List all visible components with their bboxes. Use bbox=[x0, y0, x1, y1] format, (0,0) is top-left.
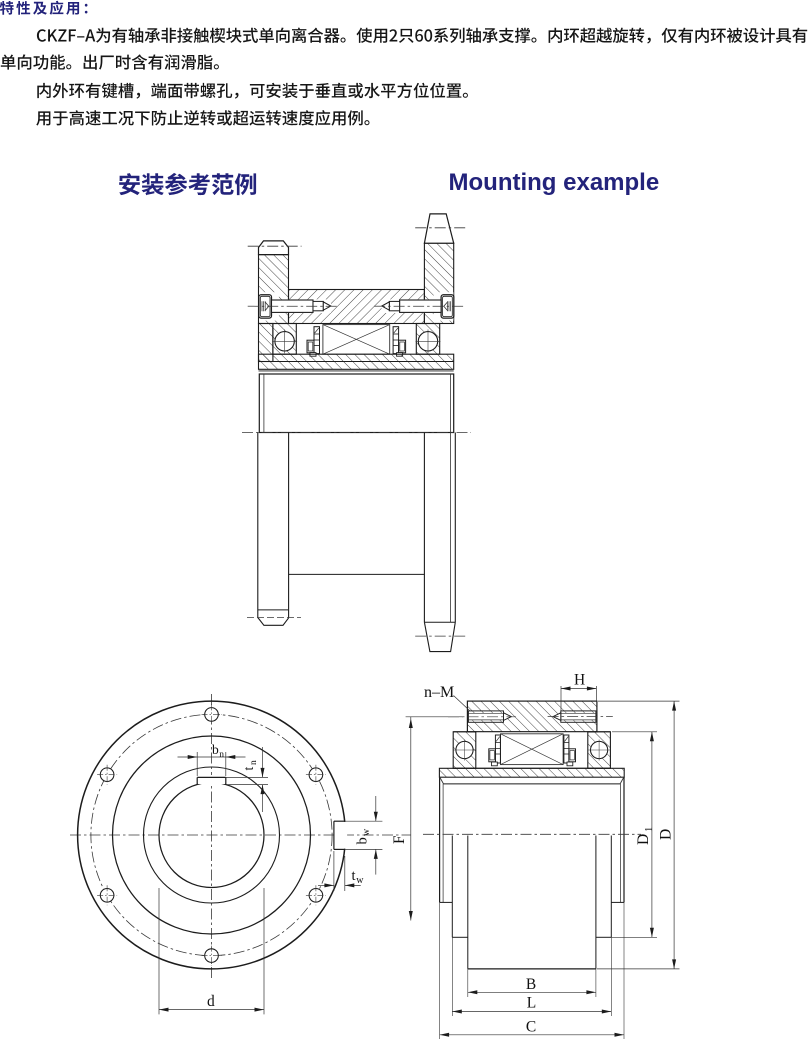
svg-text:d: d bbox=[207, 993, 215, 1010]
svg-text:D: D bbox=[658, 829, 675, 840]
svg-text:n: n bbox=[219, 750, 224, 760]
svg-text:n–M: n–M bbox=[424, 684, 454, 701]
svg-text:b: b bbox=[355, 837, 371, 844]
svg-text:t: t bbox=[241, 767, 256, 771]
svg-text:H: H bbox=[574, 672, 585, 689]
svg-text:B: B bbox=[526, 976, 536, 993]
svg-text:L: L bbox=[527, 994, 536, 1011]
svg-text:n: n bbox=[249, 760, 259, 765]
svg-text:Mounting example: Mounting example bbox=[449, 169, 660, 196]
svg-text:D: D bbox=[635, 834, 652, 845]
svg-text:w: w bbox=[356, 875, 364, 886]
svg-text:F: F bbox=[391, 835, 408, 844]
svg-text:t: t bbox=[352, 868, 356, 884]
svg-text:w: w bbox=[361, 828, 372, 836]
svg-text:b: b bbox=[212, 742, 219, 757]
svg-text:C: C bbox=[526, 1019, 536, 1036]
svg-text:1: 1 bbox=[644, 827, 655, 832]
